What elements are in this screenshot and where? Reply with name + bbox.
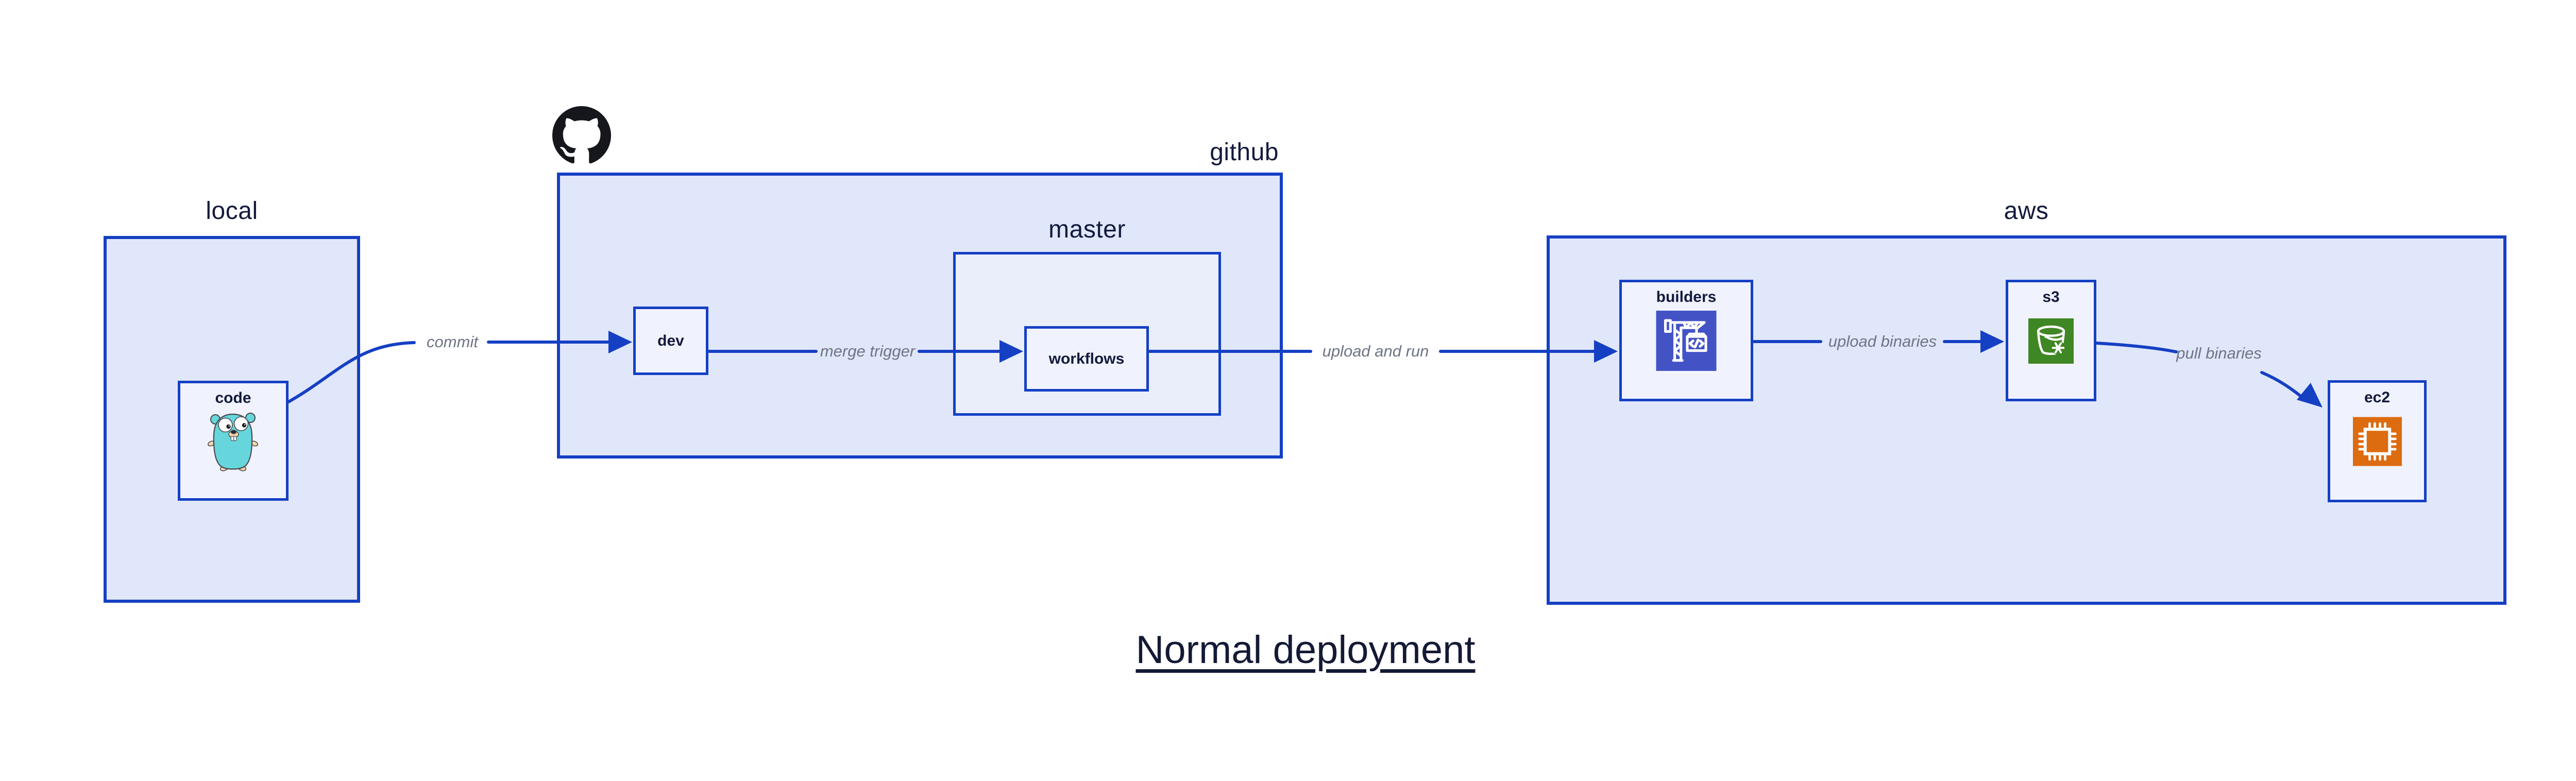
node-workflows: workflows <box>1024 326 1149 392</box>
commit-edge-label: commit <box>427 333 478 351</box>
ec2-node-label: ec2 <box>2364 389 2391 406</box>
merge-trigger-edge-label: merge trigger <box>820 342 916 360</box>
upload-binaries-edge-label: upload binaries <box>1828 332 1937 350</box>
aws-container-label: aws <box>2004 197 2049 225</box>
master-container-label: master <box>1048 216 1126 243</box>
aws-codebuild-crane-icon <box>1656 311 1717 371</box>
code-node-label: code <box>215 389 251 406</box>
upload-and-run-edge-label: upload and run <box>1322 342 1429 360</box>
builders-node-label: builders <box>1656 288 1717 305</box>
aws-s3-bucket-icon <box>2028 318 2074 364</box>
github-container-label: github <box>1210 139 1279 166</box>
workflows-node-label: workflows <box>1048 350 1125 367</box>
github-octocat-logo-icon <box>552 106 611 164</box>
go-gopher-icon <box>208 413 258 471</box>
dev-node-label: dev <box>657 332 684 349</box>
node-dev: dev <box>633 307 708 375</box>
pull-binaries-edge-label: pull binaries <box>2176 344 2262 362</box>
diagram-title: Normal deployment <box>1136 628 1476 672</box>
aws-ec2-chip-icon <box>2353 417 2402 466</box>
local-container-label: local <box>206 197 258 225</box>
s3-node-label: s3 <box>2042 288 2060 305</box>
